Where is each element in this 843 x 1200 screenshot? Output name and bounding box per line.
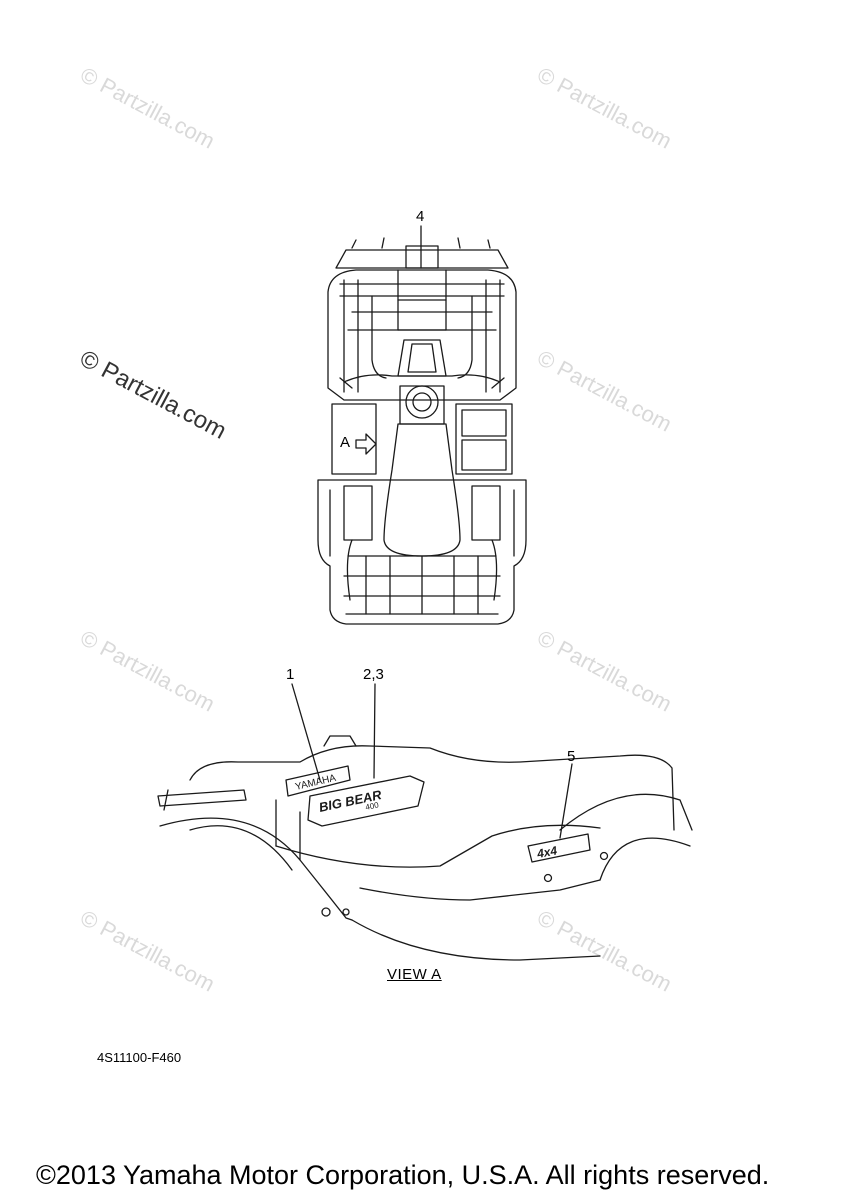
part-code: 4S11100-F460 xyxy=(97,1050,182,1065)
yamaha-decal-text: YAMAHA xyxy=(294,773,337,793)
model-decal-sub: 400 xyxy=(365,800,380,812)
callout-5: 5 xyxy=(567,748,576,765)
callout-4: 4 xyxy=(416,208,425,225)
view-a-detail: YAMAHA BIG BEAR 400 4x4 xyxy=(157,735,693,961)
atv-top-view xyxy=(317,237,527,625)
copyright-notice: ©2013 Yamaha Motor Corporation, U.S.A. A… xyxy=(36,1160,770,1190)
view-a-label: VIEW A xyxy=(387,966,442,983)
callout-view-a-arrow: A xyxy=(340,434,351,451)
badge-decal-text: 4x4 xyxy=(535,843,559,861)
callout-2-3: 2,3 xyxy=(363,666,384,683)
callout-1: 1 xyxy=(286,666,295,683)
